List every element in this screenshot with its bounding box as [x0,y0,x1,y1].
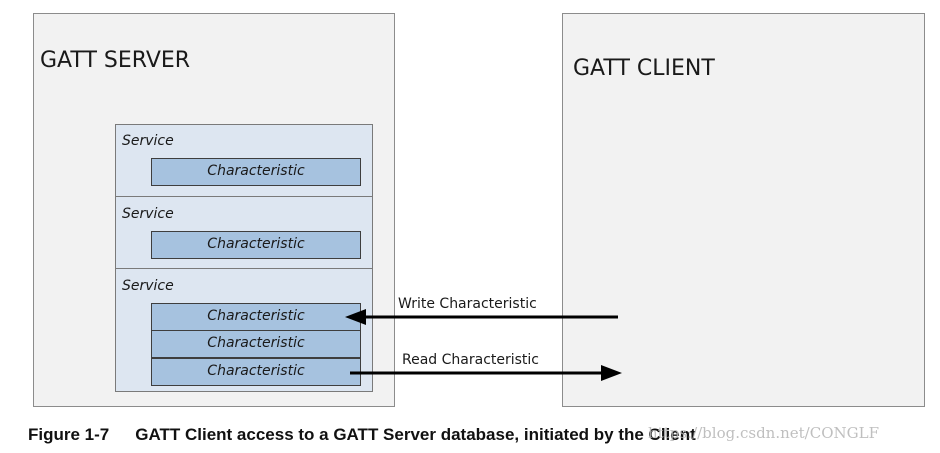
gatt-server-title: GATT SERVER [40,48,191,73]
service-2-characteristic-1: Characteristic [151,231,361,259]
watermark: https://blog.csdn.net/CONGLF [648,424,879,442]
read-characteristic-label: Read Characteristic [402,352,540,368]
figure-number: Figure 1-7 [28,425,110,444]
read-arrow [350,365,622,381]
service-3-characteristic-2: Characteristic [151,330,361,358]
service-3: Service Characteristic Characteristic Ch… [115,268,373,392]
service-1-characteristic-1: Characteristic [151,158,361,186]
service-3-characteristic-3: Characteristic [151,358,361,386]
figure-caption-text: GATT Client access to a GATT Server data… [135,425,696,444]
service-1-label: Service [122,133,174,149]
gatt-client-panel: GATT CLIENT [562,13,925,407]
write-arrow [345,309,618,325]
figure-caption: Figure 1-7 GATT Client access to a GATT S… [28,425,696,445]
write-characteristic-label: Write Characteristic [398,296,537,312]
service-3-label: Service [122,278,174,294]
gatt-client-title: GATT CLIENT [573,56,715,81]
service-2-label: Service [122,206,174,222]
service-2: Service Characteristic [115,196,373,269]
